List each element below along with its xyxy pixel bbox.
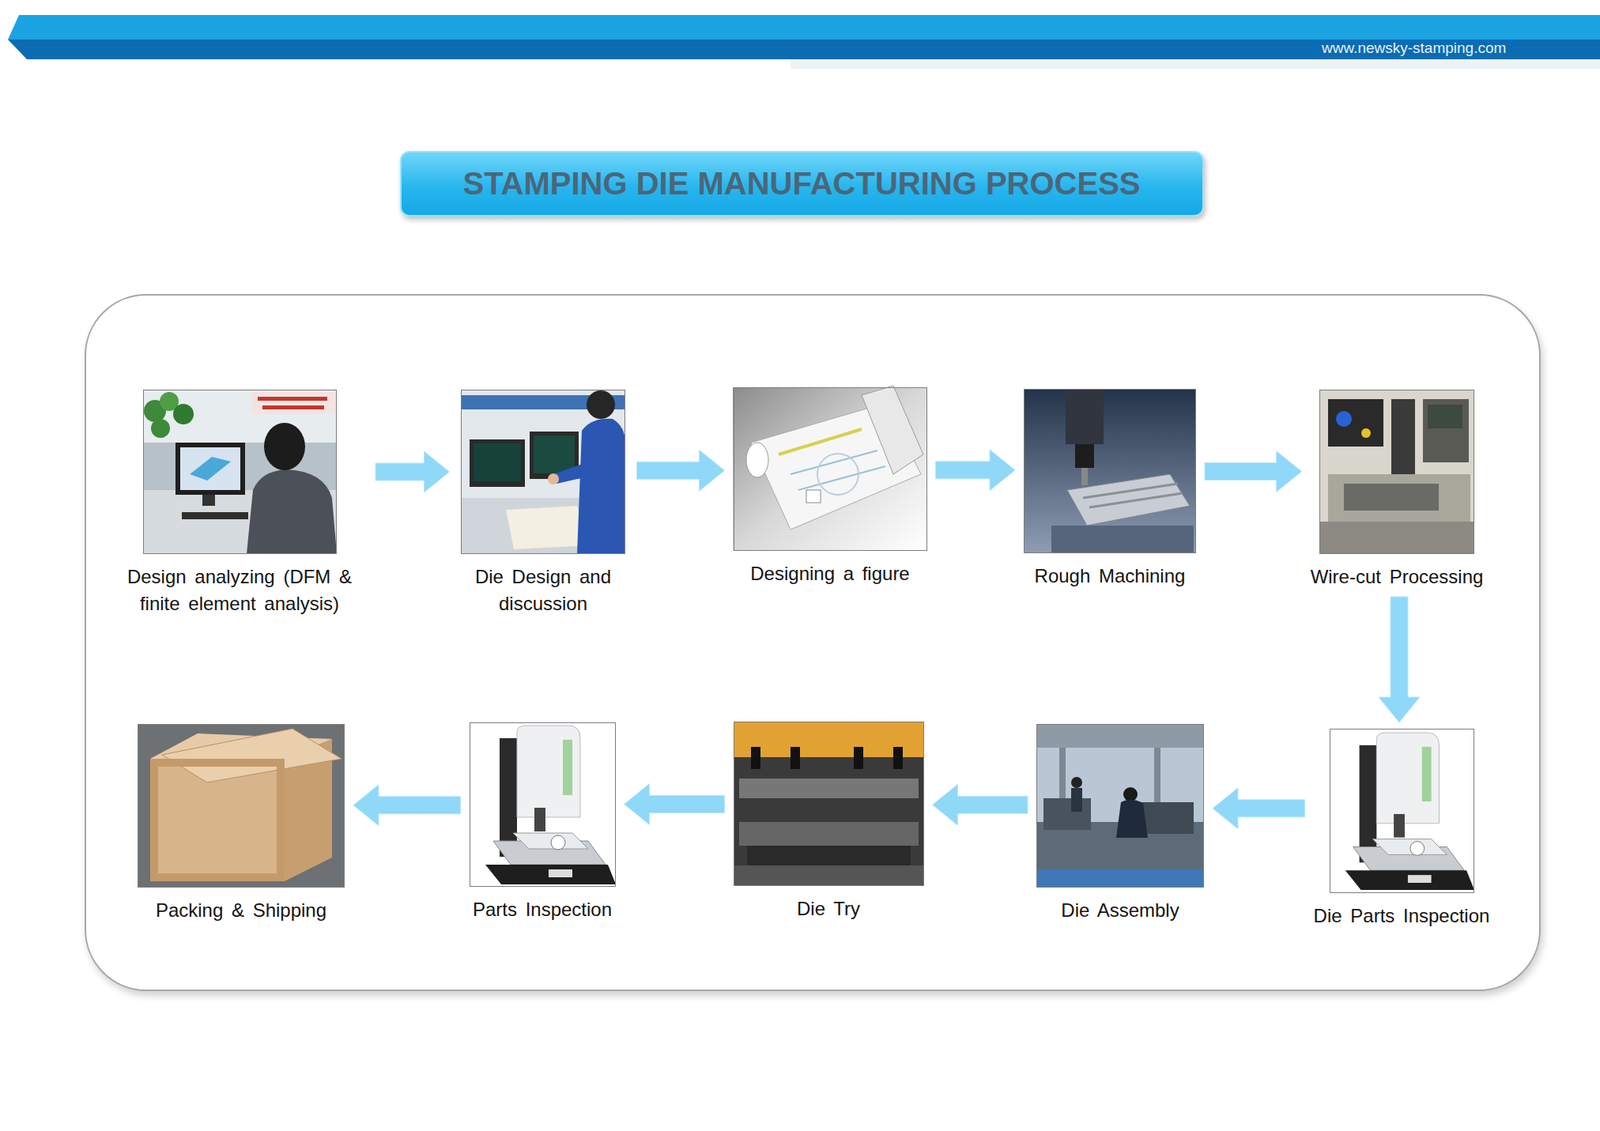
- step-photo-frame: [733, 721, 925, 887]
- step-caption: Wire-cut Processing: [1308, 563, 1487, 591]
- process-step: Parts Inspection: [467, 722, 619, 924]
- header-dark-band: [7, 39, 1600, 60]
- header-shadow: [790, 59, 1600, 69]
- flow-arrow: [353, 784, 461, 827]
- inspection-machine: [469, 722, 616, 887]
- process-step: Wire-cut Processing: [1308, 389, 1487, 591]
- step-photo-frame: [143, 389, 337, 555]
- website-label: www.newsky-stamping.com: [1321, 39, 1506, 57]
- process-step: Designing a figure: [731, 387, 930, 588]
- title-banner: STAMPING DIE MANUFACTURING PROCESS: [400, 150, 1204, 217]
- step-photo-frame: [137, 724, 345, 888]
- inspection-machine: [1329, 729, 1475, 893]
- step-photo-frame: [469, 722, 616, 887]
- process-step: Die Parts Inspection: [1311, 728, 1493, 930]
- die-press: [733, 721, 925, 887]
- process-step: Die Try: [731, 721, 927, 923]
- title-text: STAMPING DIE MANUFACTURING PROCESS: [462, 166, 1140, 202]
- flow-arrow: [1212, 788, 1306, 830]
- step-caption: Die Assembly: [1033, 897, 1207, 925]
- step-caption: Die Design and discussion: [458, 563, 629, 618]
- step-caption: Die Parts Inspection: [1311, 902, 1493, 930]
- flow-arrow: [932, 784, 1029, 826]
- step-photo-frame: [733, 387, 928, 551]
- flow-arrow: [375, 451, 450, 493]
- design-discussion-photo: [460, 389, 626, 555]
- step-photo-frame: [1023, 388, 1197, 554]
- step-photo-frame: [1036, 724, 1204, 888]
- step-caption: Parts Inspection: [467, 896, 619, 924]
- assembly-workshop: [1036, 724, 1204, 888]
- step-caption: Designing a figure: [731, 560, 930, 588]
- flow-arrow: [624, 784, 725, 826]
- wire-cut-machine: [1319, 389, 1475, 555]
- process-step: Design analyzing (DFM & finite element a…: [109, 389, 370, 618]
- wooden-crate: [137, 724, 345, 888]
- step-caption: Rough Machining: [1021, 562, 1199, 590]
- milling-machine: [1023, 388, 1197, 554]
- step-caption: Die Try: [731, 895, 927, 923]
- flow-arrow: [1378, 596, 1420, 723]
- drawing-figure: [732, 385, 927, 551]
- process-step: Die Assembly: [1033, 724, 1207, 925]
- office-photo: [143, 389, 337, 555]
- step-caption: Design analyzing (DFM & finite element a…: [112, 563, 367, 618]
- step-caption: Packing & Shipping: [135, 897, 348, 925]
- process-step: Die Design and discussion: [456, 389, 631, 618]
- process-step: Packing & Shipping: [135, 724, 348, 925]
- step-photo-frame: [1319, 389, 1475, 555]
- step-photo-frame: [1329, 728, 1475, 894]
- process-step: Rough Machining: [1021, 388, 1199, 590]
- header-light-band: [7, 15, 1600, 40]
- flow-arrow: [1204, 451, 1302, 493]
- flow-arrow: [637, 449, 725, 491]
- step-photo-frame: [460, 389, 626, 555]
- flow-arrow: [935, 449, 1016, 491]
